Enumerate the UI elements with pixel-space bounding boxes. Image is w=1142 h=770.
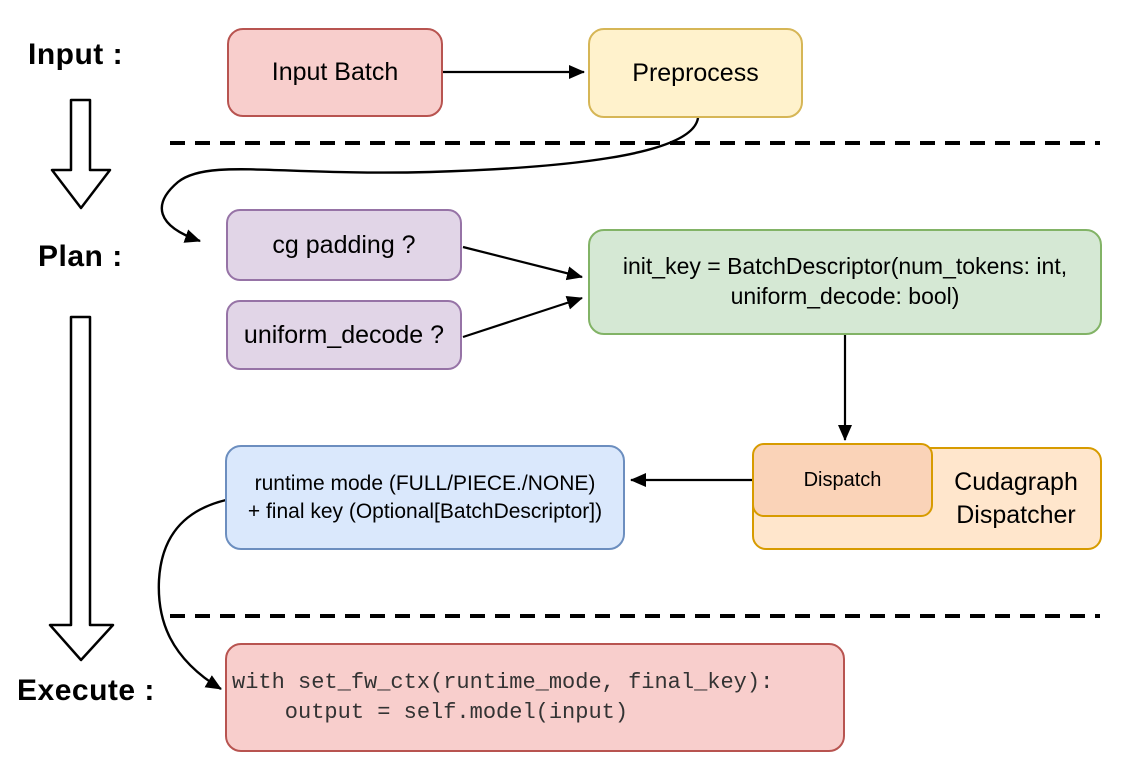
runtime-mode-line1: runtime mode (FULL/PIECE./NONE) xyxy=(254,472,596,496)
phase-label-execute: Execute : xyxy=(17,674,155,707)
phase-arrow-input-to-plan xyxy=(50,98,112,210)
node-runtime-mode: runtime mode (FULL/PIECE./NONE) + final … xyxy=(225,445,625,550)
execute-code-line1: with set_fw_ctx(runtime_mode, final_key)… xyxy=(232,670,774,696)
connector-uniformdecode-initkey xyxy=(462,296,583,339)
connector-runtimemode-executecode xyxy=(157,498,227,691)
runtime-mode-line2: + final key (Optional[BatchDescriptor]) xyxy=(247,499,603,523)
phase-label-plan: Plan : xyxy=(38,240,123,273)
node-dispatch: Dispatch xyxy=(752,443,933,517)
cudagraph-line2: Dispatcher xyxy=(956,500,1076,529)
node-uniform-decode: uniform_decode ? xyxy=(226,300,462,370)
init-key-line2: uniform_decode: bool) xyxy=(730,283,960,309)
phase-label-input: Input : xyxy=(28,38,124,71)
node-init-key: init_key = BatchDescriptor(num_tokens: i… xyxy=(588,229,1102,335)
cudagraph-line1: Cudagraph xyxy=(954,468,1078,496)
execute-code-line2: output = self.model(input) xyxy=(232,699,629,725)
phase-arrow-plan-to-execute xyxy=(48,315,115,662)
connector-cgpadding-initkey xyxy=(462,245,583,281)
node-input-batch: Input Batch xyxy=(227,28,443,117)
cudagraph-dispatcher-label: Cudagraph Dispatcher xyxy=(932,466,1100,531)
connector-preprocess-cgpadding xyxy=(160,117,700,243)
node-execute-code: with set_fw_ctx(runtime_mode, final_key)… xyxy=(225,643,845,752)
node-cg-padding: cg padding ? xyxy=(226,209,462,281)
init-key-line1: init_key = BatchDescriptor(num_tokens: i… xyxy=(622,253,1068,280)
node-preprocess: Preprocess xyxy=(588,28,803,118)
